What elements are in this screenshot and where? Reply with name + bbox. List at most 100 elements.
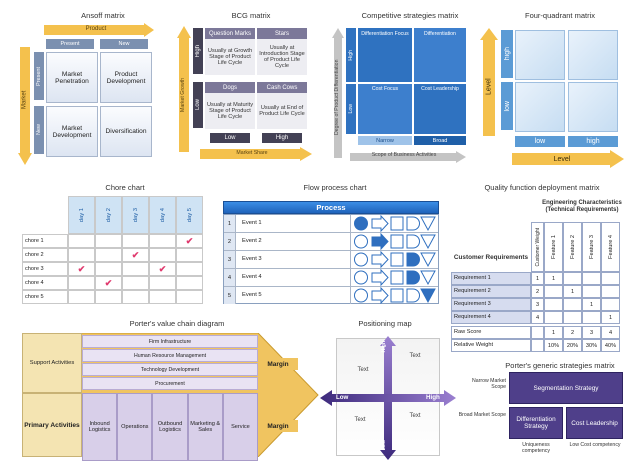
chore-row-label: chore 5	[22, 290, 68, 304]
operation-symbol	[354, 288, 368, 303]
qfd-feature-header: Feature 2	[563, 222, 582, 272]
storage-symbol	[420, 270, 436, 286]
positioning-axes	[320, 336, 456, 460]
positioning-high-horizontal: High	[426, 394, 440, 401]
qfd-relation-cell	[544, 285, 563, 298]
bcg-growth-arrow	[177, 26, 191, 152]
ansoff-quadrant-product-development: Product Development	[100, 52, 152, 103]
chore-cell	[95, 234, 122, 248]
chore-cell	[176, 290, 203, 304]
chore-cell	[176, 248, 203, 262]
ansoff-market-label: Market	[21, 90, 28, 110]
ansoff-row-present: Present	[34, 52, 44, 100]
chore-day-label: day 5	[186, 207, 193, 223]
flow-symbols	[354, 287, 436, 304]
qfd-relation-cell	[601, 298, 620, 311]
chore-cell	[68, 234, 95, 248]
inspection-symbol	[390, 234, 404, 249]
storage-symbol	[420, 252, 436, 268]
chore-day-header: day 1	[68, 196, 95, 234]
chore-cell	[68, 248, 95, 262]
check-icon: ✔	[131, 249, 140, 260]
four-quadrant-y-label: Level	[485, 78, 493, 96]
value-chain-margin-bottom: Margin	[258, 420, 298, 432]
ansoff-product-label: Product	[85, 26, 107, 32]
bcg-low-label: Low	[193, 82, 203, 128]
value-chain-primary-activity: Inbound Logistics	[82, 393, 118, 461]
flow-title: Flow process chart	[303, 183, 367, 192]
four-quadrant-x-low-label: low	[515, 136, 565, 147]
flow-row-divider	[350, 287, 351, 304]
check-icon: ✔	[77, 263, 86, 274]
delay-symbol	[406, 288, 420, 303]
bcg-dogs-head: Dogs	[205, 82, 255, 93]
bcg-x-high-label: High	[262, 133, 302, 143]
chore-cell: ✔	[176, 234, 203, 248]
qfd-relation-cell: 1	[563, 285, 582, 298]
four-quadrant-q3	[515, 82, 565, 132]
qfd-raw-cell: 2	[563, 326, 582, 339]
chore-cell	[122, 290, 149, 304]
qfd-rel-cell: 10%	[544, 339, 563, 352]
qfd-raw-cell: 3	[582, 326, 601, 339]
operation-symbol	[354, 270, 368, 285]
chore-cell	[149, 248, 176, 262]
positioning-text-3: Text	[354, 417, 366, 423]
chore-day-header: day 4	[149, 196, 176, 234]
qfd-weight-cell: 4	[531, 311, 544, 324]
chore-cell	[95, 248, 122, 262]
four-quadrant-y-arrow	[480, 28, 498, 136]
four-quadrant-q1	[515, 30, 565, 80]
qfd-relation-cell	[582, 285, 601, 298]
transport-symbol	[371, 233, 389, 250]
chore-cell	[122, 262, 149, 276]
qfd-raw-blank	[531, 326, 544, 339]
competitive-high-label: High	[346, 28, 356, 82]
flow-row-label: Event 4	[242, 274, 262, 280]
chore-cell	[122, 276, 149, 290]
value-chain-margin-top: Margin	[258, 358, 298, 370]
qfd-relation-cell: 1	[601, 311, 620, 324]
qfd-weight-cell: 2	[531, 285, 544, 298]
chore-cell	[95, 262, 122, 276]
qfd-weight-header: Customer Weight	[531, 222, 544, 272]
qfd-rel-cell: 20%	[563, 339, 582, 352]
qfd-raw-cell: 1	[544, 326, 563, 339]
storage-symbol	[420, 216, 436, 232]
chore-day-label: day 2	[105, 207, 112, 223]
storage-symbol	[420, 288, 436, 304]
check-icon: ✔	[185, 235, 194, 246]
generic-row2-label: Broad Market Scope	[458, 412, 506, 418]
value-chain-support-activity: Human Resource Management	[82, 349, 258, 362]
positioning-low-vertical: Low	[381, 440, 388, 451]
inspection-symbol	[390, 216, 404, 231]
bcg-share-arrow	[200, 147, 312, 161]
flow-row-number: 2	[224, 233, 236, 250]
chore-cell: ✔	[68, 262, 95, 276]
positioning-text-2: Text	[357, 367, 369, 373]
ansoff-title: Ansoff matrix	[81, 11, 125, 20]
chore-cell: ✔	[95, 276, 122, 290]
bcg-x-low-label: Low	[210, 133, 250, 143]
qfd-customer-header: Customer Requirements	[453, 253, 529, 261]
four-quadrant-x-high-label: high	[568, 136, 618, 147]
value-chain-support-activity: Firm Infrastructure	[82, 335, 258, 348]
value-chain-title: Porter's value chain diagram	[129, 319, 225, 328]
qfd-feature-label: Feature 3	[588, 235, 595, 259]
competitive-y-label: Degree of Product Differentiation	[334, 59, 341, 135]
flow-row-label: Event 1	[242, 220, 262, 226]
positioning-text-1: Text	[409, 353, 421, 359]
generic-row1-label: Narrow Market Scope	[471, 378, 506, 390]
qfd-relation-cell: 1	[582, 298, 601, 311]
competitive-y-arrow	[332, 28, 344, 158]
value-chain-support-activity: Procurement	[82, 377, 258, 390]
competitive-broad-label: Broad	[414, 136, 466, 145]
chore-cell	[149, 234, 176, 248]
four-quadrant-x-label: Level	[553, 155, 571, 163]
